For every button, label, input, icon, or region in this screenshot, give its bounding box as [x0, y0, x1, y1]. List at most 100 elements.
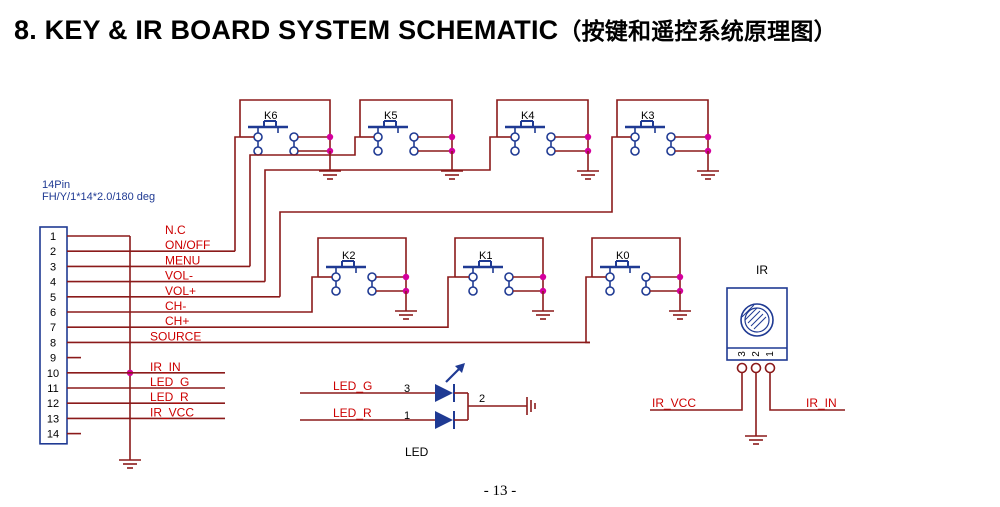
net-label: VOL+: [165, 284, 196, 298]
led-pin-r: 1: [404, 410, 410, 422]
net-label: IR_IN: [150, 360, 181, 374]
switch-contact: [504, 272, 514, 282]
switch-contact: [289, 132, 299, 142]
route-vol-plus: [279, 136, 617, 297]
net-label: VOL-: [165, 269, 193, 283]
led-pin-g: 3: [404, 383, 410, 395]
ir-out-label: IR_IN: [806, 396, 837, 410]
switch-contact: [367, 272, 377, 282]
switch-contact: [367, 286, 377, 296]
ir-pin-number: 3: [737, 351, 748, 357]
ir-lens-hatch: [753, 316, 767, 330]
switch-contact: [331, 286, 341, 296]
switch-contact: [409, 132, 419, 142]
switch-contact: [331, 272, 341, 282]
switch-contact: [666, 146, 676, 156]
ir-lens-hatch: [750, 313, 764, 327]
switch-contact: [373, 132, 383, 142]
connector-pin-number: 4: [50, 277, 56, 289]
connector-name: 14Pin: [42, 179, 70, 191]
junction-dot: [402, 273, 410, 281]
switch-contact: [546, 132, 556, 142]
key-frame: [359, 99, 453, 137]
led-pin-common: 2: [479, 393, 485, 405]
page-title: 8. KEY & IR BOARD SYSTEM SCHEMATIC（按键和遥控…: [14, 12, 837, 46]
title-main: 8. KEY & IR BOARD SYSTEM SCHEMATIC: [14, 15, 559, 45]
ir-pin-number: 1: [765, 351, 776, 357]
switch-contact: [605, 286, 615, 296]
connector-pin-number: 5: [50, 292, 56, 304]
ir-out-wire: [769, 372, 845, 411]
switch-contact: [510, 132, 520, 142]
key-label: K3: [641, 110, 654, 122]
connector-pin-number: 14: [47, 429, 59, 441]
junction-dot: [448, 133, 456, 141]
route-vol-minus: [264, 136, 497, 282]
connector-pin-number: 9: [50, 353, 56, 365]
net-label: CH-: [165, 299, 186, 313]
route-ch-minus: [300, 276, 318, 313]
ir-pin-pad: [764, 362, 776, 374]
connector-pin-number: 2: [50, 246, 56, 258]
switch-contact: [630, 146, 640, 156]
ir-lens-hatch: [747, 310, 761, 324]
net-label: LED_R: [150, 390, 189, 404]
led-label: LED: [405, 445, 429, 459]
junction-dot: [704, 133, 712, 141]
ir-lens-hatch: [741, 304, 755, 318]
route-menu: [249, 136, 360, 267]
junction-dot: [676, 273, 684, 281]
route-source: [585, 276, 592, 344]
page-number: - 13 -: [483, 483, 517, 499]
key-label: K0: [616, 250, 629, 262]
led-emission-arrow-shaft: [445, 367, 461, 383]
connector-body: [39, 226, 68, 445]
route-ch-plus: [315, 276, 455, 329]
switch-contact: [409, 146, 419, 156]
switch-contact: [253, 146, 263, 156]
led-emission-arrow-head: [455, 363, 465, 373]
led-net-label-r: LED_R: [333, 406, 372, 420]
key-frame: [239, 99, 331, 137]
switch-contact: [546, 146, 556, 156]
connector-pin-number: 7: [50, 322, 56, 334]
switch-contact: [641, 272, 651, 282]
ir-lens-outer: [740, 303, 774, 337]
key-frame: [454, 237, 544, 277]
led-diode-triangle: [435, 411, 453, 429]
key-frame: [591, 237, 681, 277]
connector-pin-number: 11: [47, 383, 58, 395]
title-chinese: （按键和遥控系统原理图）: [558, 19, 837, 45]
net-label: CH+: [165, 314, 189, 328]
route-on-off: [234, 136, 240, 252]
net-label: LED_G: [150, 375, 189, 389]
ir-lens-hatch: [744, 307, 758, 321]
switch-contact: [468, 286, 478, 296]
connector-pin-number: 8: [50, 337, 56, 349]
key-frame: [496, 99, 589, 137]
led-net-label-g: LED_G: [333, 379, 372, 393]
switch-contact: [605, 272, 615, 282]
switch-contact: [510, 146, 520, 156]
connector-pin-number: 6: [50, 307, 56, 319]
switch-contact: [630, 132, 640, 142]
junction-dot: [326, 133, 334, 141]
ir-vcc-label: IR_VCC: [652, 396, 696, 410]
key-frame: [616, 99, 709, 137]
net-label: N.C: [165, 223, 186, 237]
junction-dot: [584, 133, 592, 141]
net-label: IR_VCC: [150, 405, 194, 419]
ir-receiver-body: [726, 287, 788, 361]
switch-contact: [289, 146, 299, 156]
switch-contact: [373, 146, 383, 156]
net-label: ON/OFF: [165, 238, 210, 252]
connector-pin-number: 1: [50, 231, 56, 243]
net-label: SOURCE: [150, 329, 201, 343]
connector-pin-number: 12: [47, 398, 59, 410]
switch-contact: [468, 272, 478, 282]
switch-contact: [504, 286, 514, 296]
connector-spec: FH/Y/1*14*2.0/180 deg: [42, 191, 155, 203]
ir-pin-pad: [750, 362, 762, 374]
switch-contact: [641, 286, 651, 296]
